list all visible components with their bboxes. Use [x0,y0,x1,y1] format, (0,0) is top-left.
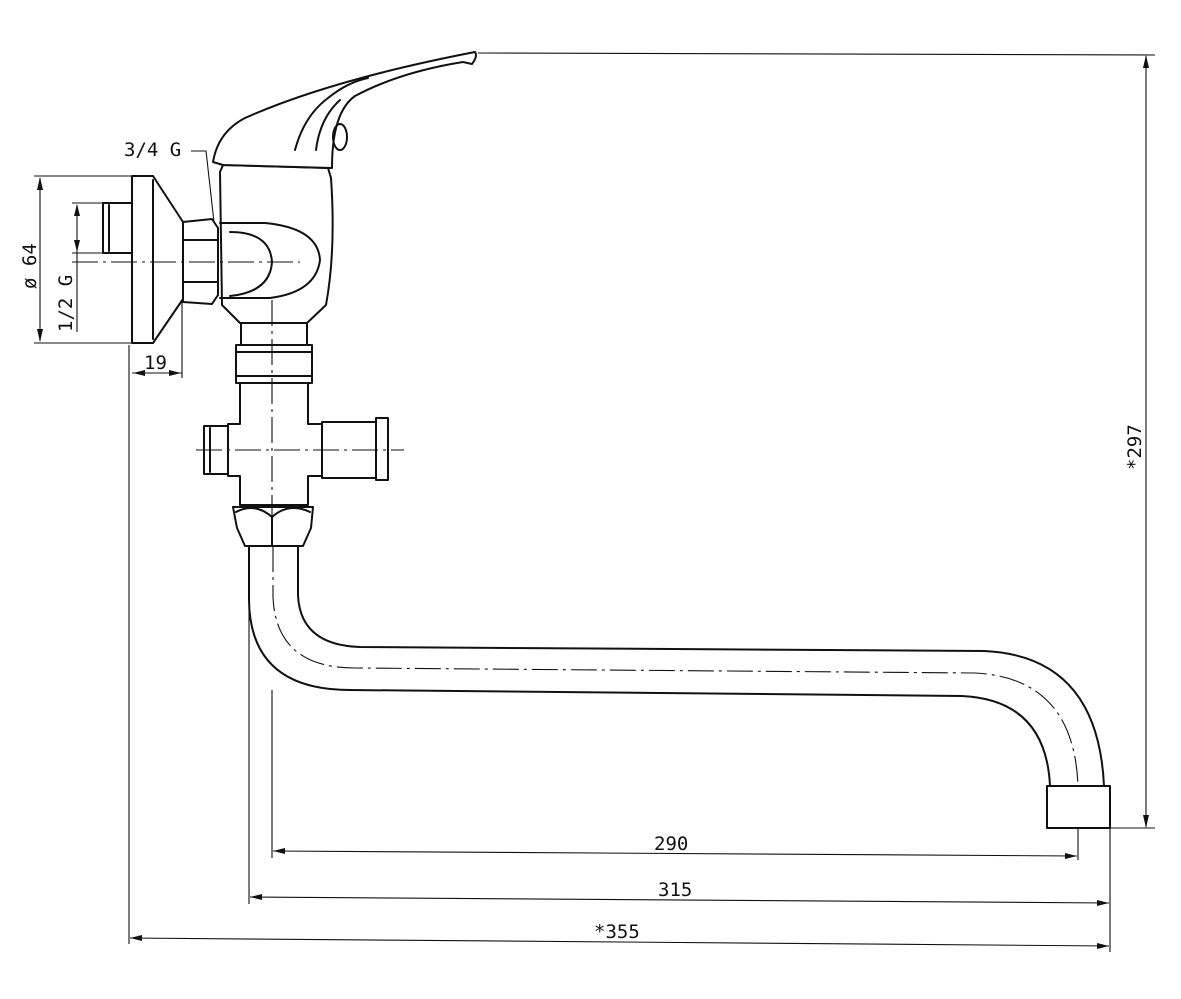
spout-tube [248,545,1105,787]
mixer-body [219,164,334,324]
label-flange-depth: 19 [144,352,167,374]
label-spout-reach-axis: 290 [654,833,688,855]
label-outlet-thread: 3/4 G [124,139,181,161]
dim-spout-reach-axis [272,848,1078,859]
dim-overall-length [129,935,1110,949]
dim-spout-reach-outer [249,894,1110,906]
dim-total-height [477,52,1156,829]
leader-outlet-thread [191,150,215,223]
extension-lines [128,345,1111,952]
label-total-height: *297 [1124,424,1146,470]
lever-handle [212,51,477,169]
diverter-body [203,382,389,506]
aerator [1046,785,1111,829]
label-spout-reach-outer: 315 [658,879,692,901]
dim-inlet-thread [72,202,103,332]
inlet-thread-stub [102,202,133,254]
dim-flange-diameter [34,175,132,344]
label-overall-length: *355 [594,921,640,943]
label-inlet-thread: 1/2 G [55,275,77,332]
dim-flange-depth [132,300,183,378]
body-neck [235,322,313,384]
center-lines [72,261,404,546]
label-flange-diameter: ø 64 [19,243,41,289]
swivel-nut [232,506,314,547]
wall-flange [131,175,184,344]
